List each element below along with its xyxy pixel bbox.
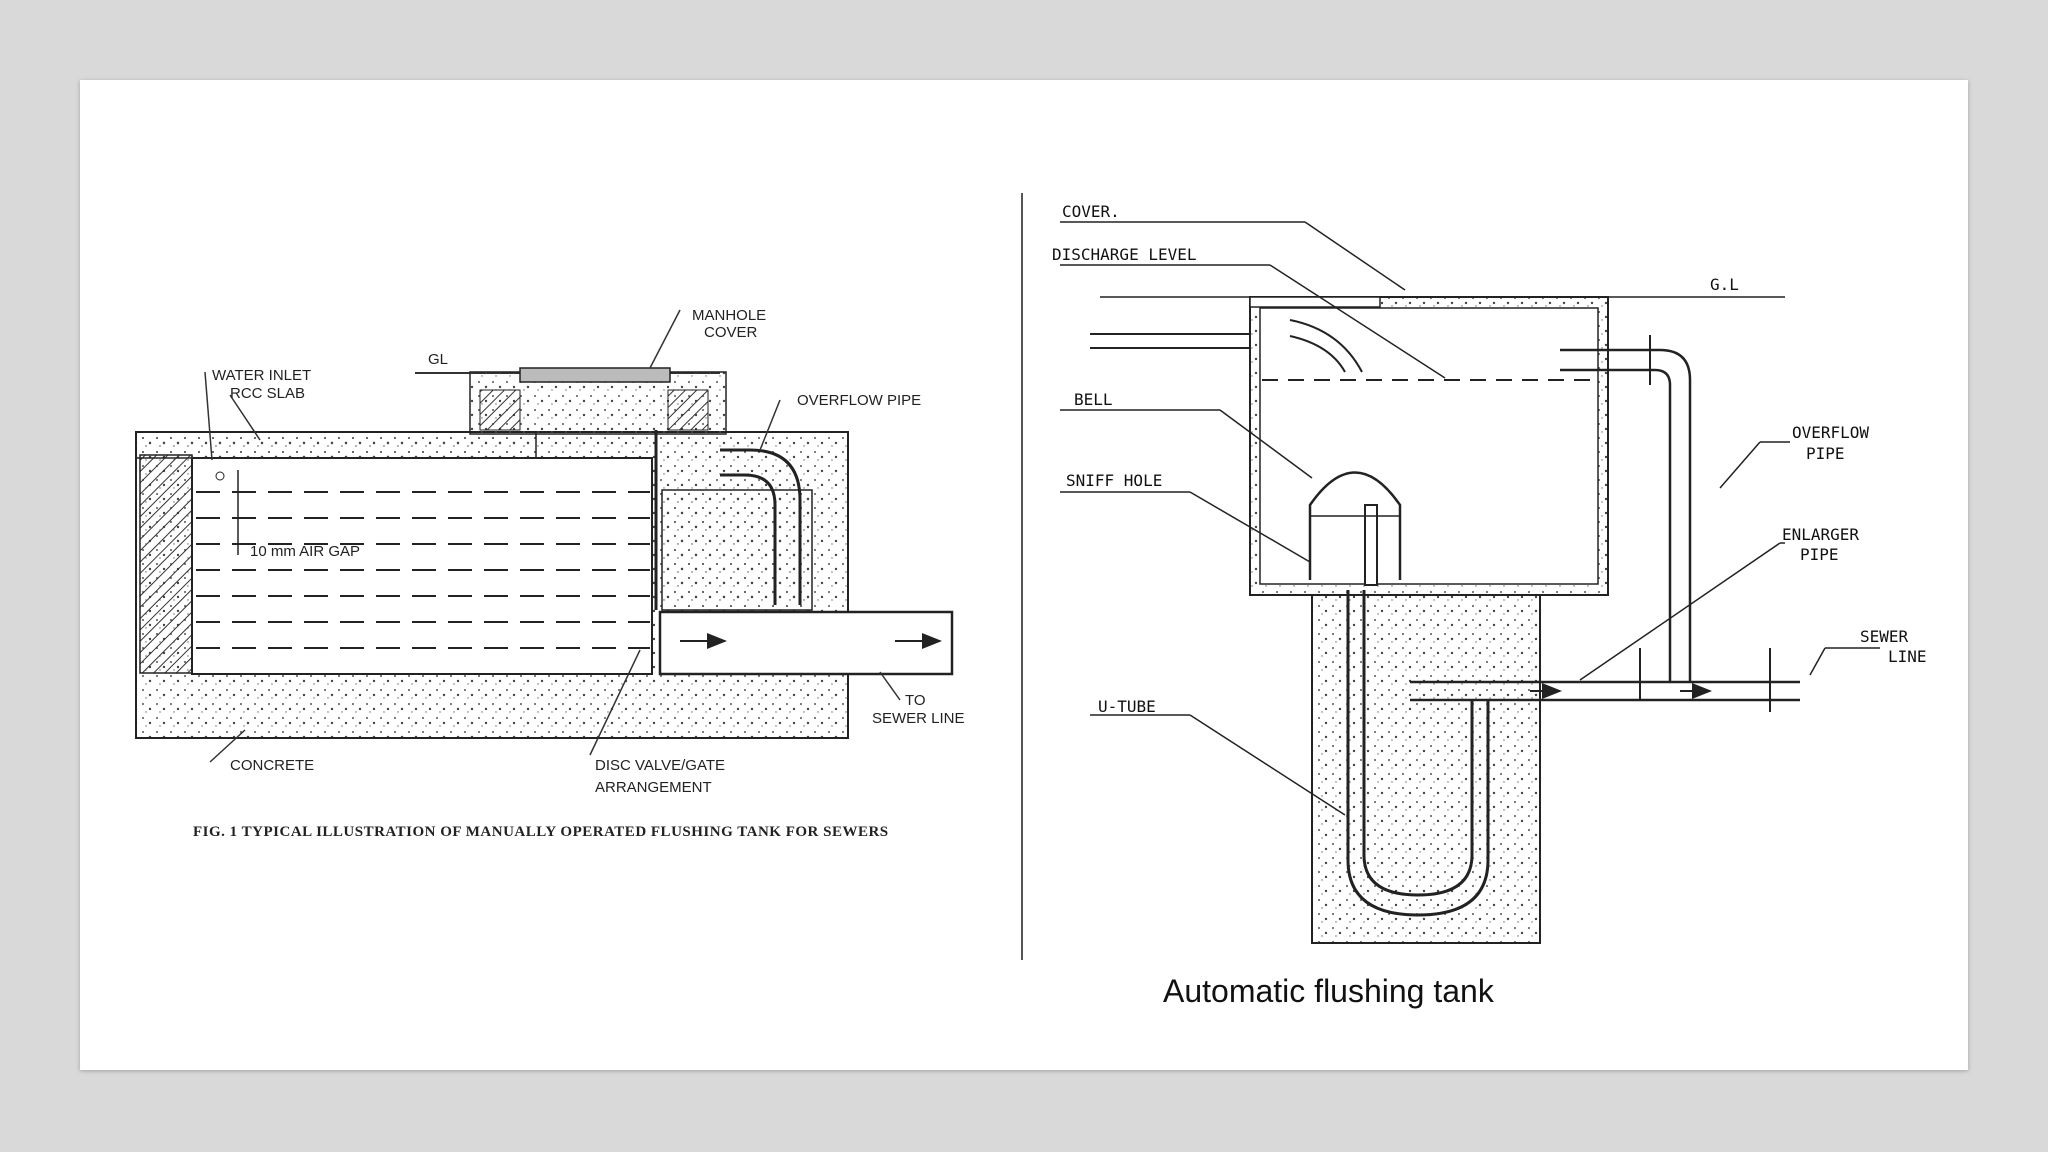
- label-gl-left: GL: [428, 351, 448, 368]
- u-tube-inner: [1362, 590, 1474, 897]
- outlet-pipe: [658, 610, 954, 676]
- label-overflow-pipe: PIPE: [1806, 444, 1845, 463]
- bell: [1308, 471, 1402, 580]
- label-sewer-line-left: SEWER LINE: [872, 710, 965, 727]
- diagram-caption: Automatic flushing tank: [1163, 973, 1494, 1009]
- label-sewer-line: LINE: [1888, 647, 1927, 666]
- label-disc-valve: DISC VALVE/GATE: [595, 757, 725, 774]
- manhole-hatch-right: [667, 389, 709, 431]
- cover-slab: [1249, 296, 1381, 308]
- inlet-flow-curve-2: [1289, 335, 1346, 373]
- label-overflow-pipe-left: OVERFLOW PIPE: [797, 392, 921, 409]
- inlet-flow-curve: [1289, 319, 1363, 373]
- rcc-slab: [135, 431, 537, 459]
- water-level-lines: [196, 491, 650, 649]
- label-cover: COVER.: [1062, 202, 1120, 221]
- overflow-bend-inner: [720, 473, 777, 605]
- label-sewer: SEWER: [1860, 627, 1909, 646]
- automatic-flushing-tank-diagram: COVER. DISCHARGE LEVEL G.L BELL SNIFF HO…: [1052, 202, 1927, 944]
- label-overflow: OVERFLOW: [1792, 423, 1869, 442]
- label-discharge-level: DISCHARGE LEVEL: [1052, 245, 1197, 264]
- label-enlarger: ENLARGER: [1782, 525, 1859, 544]
- label-enlarger-pipe: PIPE: [1800, 545, 1839, 564]
- label-arrangement: ARRANGEMENT: [595, 779, 712, 796]
- label-manhole: MANHOLE: [692, 307, 766, 324]
- hatched-wall: [139, 454, 193, 674]
- right-leaders: [1060, 221, 1880, 816]
- label-air-gap: 10 mm AIR GAP: [250, 543, 360, 560]
- tank-chamber: [191, 457, 653, 675]
- figure-caption: FIG. 1 TYPICAL ILLUSTRATION OF MANUALLY …: [193, 824, 889, 840]
- bell-riser: [1364, 504, 1378, 586]
- label-to: TO: [905, 692, 926, 709]
- panel-divider: [1021, 193, 1023, 960]
- overflow-chamber: [661, 489, 813, 611]
- label-sniff-hole: SNIFF HOLE: [1066, 471, 1162, 490]
- label-gl-right: G.L: [1710, 275, 1739, 294]
- overflow-pipe-inner: [1560, 368, 1672, 682]
- u-tube-outer: [1346, 590, 1490, 917]
- left-leaders: [204, 309, 901, 763]
- manhole-hatch-left: [479, 389, 521, 431]
- u-tube-chamber: [1311, 594, 1541, 944]
- label-water-inlet: WATER INLET: [212, 367, 311, 384]
- water-inlet-marker: [215, 471, 225, 481]
- overflow-pipe-outer: [1560, 348, 1692, 682]
- label-concrete: CONCRETE: [230, 757, 314, 774]
- manual-flushing-tank-diagram: MANHOLE COVER GL WATER INLET RCC SLAB OV…: [135, 307, 965, 840]
- label-rcc-slab: RCC SLAB: [230, 385, 305, 402]
- manhole-cover: [519, 367, 671, 383]
- label-u-tube: U-TUBE: [1098, 697, 1156, 716]
- overflow-bend: [720, 448, 802, 605]
- label-manhole-cover: COVER: [704, 324, 758, 341]
- label-bell: BELL: [1074, 390, 1113, 409]
